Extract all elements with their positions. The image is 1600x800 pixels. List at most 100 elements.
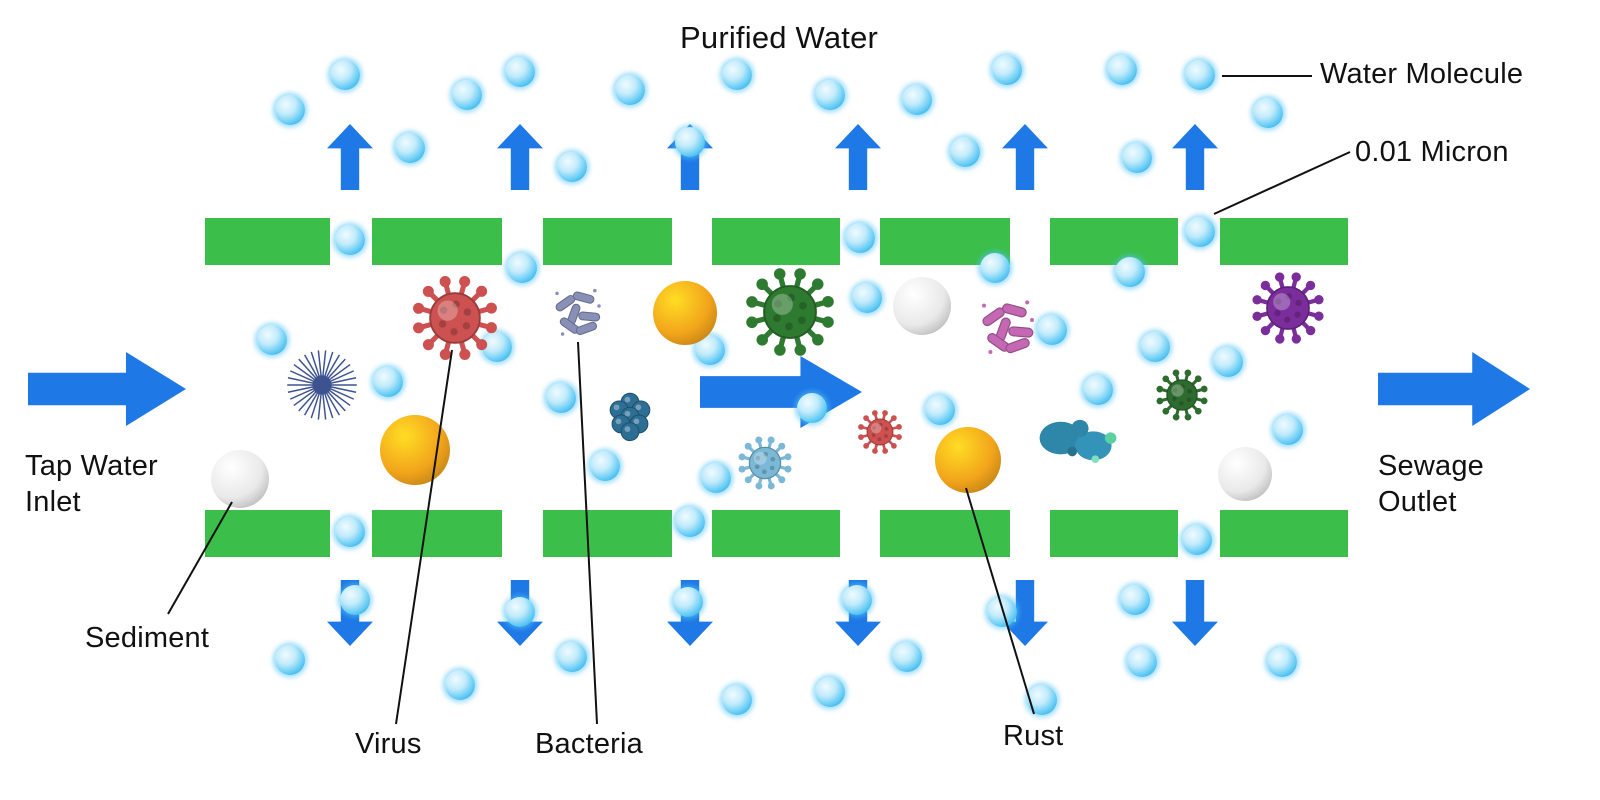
water-molecule	[902, 85, 932, 115]
rust-sphere-2	[935, 427, 1001, 493]
virus-lightblue	[736, 434, 794, 492]
membrane-segment-top	[1220, 218, 1348, 265]
virus-green-small	[1154, 367, 1210, 423]
water-molecule	[1273, 415, 1303, 445]
water-molecule	[257, 325, 287, 355]
inlet-arrow	[28, 352, 186, 426]
water-molecule	[797, 393, 827, 423]
water-molecule	[1083, 375, 1113, 405]
purified-water-label: Purified Water	[680, 20, 879, 55]
water-molecule	[1185, 60, 1215, 90]
water-molecule	[673, 587, 703, 617]
water-molecule	[507, 253, 537, 283]
membrane-segment-top	[372, 218, 502, 265]
water-molecule	[340, 585, 370, 615]
water-molecule	[1120, 585, 1150, 615]
membrane-segment-bottom	[372, 510, 502, 557]
membrane-segment-bottom	[1220, 510, 1348, 557]
water-molecule	[482, 332, 512, 362]
rust-label: Rust	[1003, 720, 1064, 752]
water-molecule	[1267, 647, 1297, 677]
water-molecule	[987, 597, 1017, 627]
water-molecule	[842, 585, 872, 615]
sewage-outlet-label: Sewage Outlet	[1378, 450, 1484, 519]
virus-label: Virus	[355, 728, 422, 760]
virus-purple	[1249, 269, 1327, 347]
water-molecule	[546, 383, 576, 413]
water-molecule	[925, 395, 955, 425]
water-molecule	[1213, 347, 1243, 377]
channel-flow-arrow	[700, 356, 862, 428]
particle-cluster-blue	[598, 383, 662, 447]
water-molecule	[445, 670, 475, 700]
membrane-segment-bottom	[880, 510, 1010, 557]
rust-sphere-3	[380, 415, 450, 485]
membrane-segment-top	[712, 218, 840, 265]
water-molecule	[1127, 647, 1157, 677]
water-molecule	[1253, 98, 1283, 128]
purified-flow-arrow	[497, 124, 543, 190]
water-molecule	[505, 597, 535, 627]
water-molecule	[505, 57, 535, 87]
water-molecule	[275, 95, 305, 125]
water-molecule	[330, 60, 360, 90]
water-molecule	[722, 685, 752, 715]
water-molecule	[892, 642, 922, 672]
membrane-segment-bottom	[712, 510, 840, 557]
membrane-segment-top	[543, 218, 672, 265]
water-molecule	[557, 642, 587, 672]
purified-flow-arrow	[1002, 124, 1048, 190]
water-molecule	[1182, 525, 1212, 555]
water-molecule	[722, 60, 752, 90]
water-molecule	[701, 463, 731, 493]
microbe-blob-teal	[1030, 392, 1126, 488]
water-molecule	[452, 80, 482, 110]
water-molecule	[1037, 315, 1067, 345]
water-molecule	[335, 225, 365, 255]
bacteria-pink	[968, 288, 1048, 368]
tap-water-inlet-label: Tap Water Inlet	[25, 450, 158, 519]
drain-flow-arrow	[1172, 580, 1218, 646]
water-molecule-label: Water Molecule	[1320, 58, 1524, 90]
bacteria-label: Bacteria	[535, 728, 643, 760]
membrane-segment-bottom	[205, 510, 330, 557]
water-molecule	[373, 367, 403, 397]
water-molecule	[675, 127, 705, 157]
water-molecule	[992, 55, 1022, 85]
purified-flow-arrow	[327, 124, 373, 190]
water-molecule	[1122, 143, 1152, 173]
water-molecule	[815, 80, 845, 110]
rust-sphere-1	[653, 281, 717, 345]
outlet-arrow	[1378, 352, 1530, 426]
sediment-sphere-3	[1218, 447, 1272, 501]
purified-flow-arrow	[835, 124, 881, 190]
water-molecule	[1185, 217, 1215, 247]
purified-flow-arrow	[1172, 124, 1218, 190]
water-molecule	[615, 75, 645, 105]
membrane-segment-bottom	[543, 510, 672, 557]
membrane-segment-top	[205, 218, 330, 265]
membrane-segment-top	[1050, 218, 1178, 265]
bacteria-gray	[543, 278, 613, 348]
water-molecule	[675, 507, 705, 537]
water-molecule	[275, 645, 305, 675]
water-molecule	[1140, 332, 1170, 362]
virus-red-small	[856, 408, 904, 456]
water-molecule	[845, 223, 875, 253]
water-molecule	[980, 253, 1010, 283]
water-molecule	[1107, 55, 1137, 85]
water-molecule	[590, 451, 620, 481]
virus-navy	[285, 348, 359, 422]
sediment-label: Sediment	[85, 622, 210, 654]
membrane-segment-bottom	[1050, 510, 1178, 557]
sediment-sphere-1	[211, 450, 269, 508]
micron-pointer	[1213, 151, 1351, 215]
water-molecule	[395, 133, 425, 163]
water-molecule	[1027, 685, 1057, 715]
sediment-sphere-2	[893, 277, 951, 335]
water-molecule	[852, 283, 882, 313]
virus-green-large	[742, 264, 838, 360]
water-molecule	[815, 677, 845, 707]
water-molecule	[335, 517, 365, 547]
